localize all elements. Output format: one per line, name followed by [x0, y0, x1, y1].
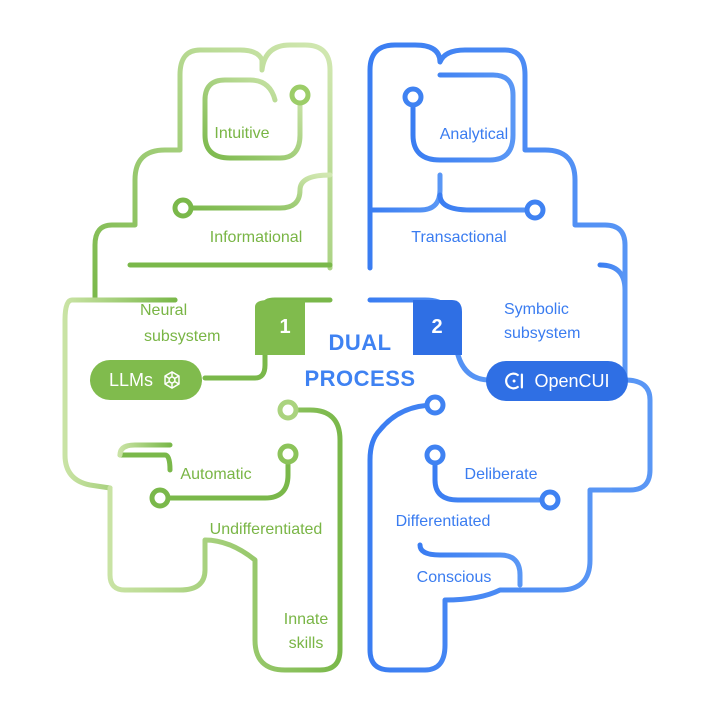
tab-2-shape — [413, 300, 462, 355]
undifferentiated-node — [149, 487, 171, 509]
innate-node — [277, 399, 299, 421]
opencui-badge: OpenCUI — [486, 361, 628, 401]
transactional-node — [524, 199, 546, 221]
right-symbolic-wire — [597, 262, 628, 383]
left-lower-lobe-wire — [107, 407, 343, 673]
neural-heading-line2: subsystem — [144, 328, 221, 345]
openai-logo-icon — [161, 369, 183, 391]
trait-informational: Informational — [209, 229, 303, 246]
conscious-wire — [417, 542, 523, 588]
llms-badge-label: LLMs — [108, 369, 153, 390]
title-line1: DUAL — [328, 330, 392, 355]
trait-differentiated: Differentiated — [395, 513, 491, 530]
left-middle-wire — [62, 297, 178, 491]
trait-deliberate: Deliberate — [464, 466, 538, 483]
undifferentiated-wire — [117, 452, 173, 473]
trait-conscious: Conscious — [416, 569, 492, 586]
analytical-node — [402, 86, 424, 108]
intuitive-node — [289, 84, 311, 106]
symbolic-heading-line1: Symbolic — [504, 301, 569, 318]
trait-innate-line1: Innate — [283, 611, 329, 628]
trait-analytical: Analytical — [439, 126, 509, 143]
analytical-wire — [410, 72, 516, 163]
trait-undifferentiated: Undifferentiated — [209, 521, 323, 538]
left-upper-lobe-wire — [92, 42, 333, 303]
llms-badge: LLMs — [90, 360, 202, 400]
automatic-wire — [157, 452, 291, 501]
right-lower-lobe-wire — [367, 402, 613, 673]
informational-wire — [182, 172, 333, 211]
opencui-badge-label: OpenCUI — [534, 370, 610, 391]
automatic-node — [277, 443, 299, 465]
subsystem-number-2: 2 — [431, 316, 443, 338]
differentiated-node — [539, 489, 561, 511]
trait-innate-line2: skills — [288, 635, 324, 652]
symbolic-heading-line2: subsystem — [504, 325, 581, 342]
analytical-node-wire — [437, 192, 538, 213]
right-upper-lobe-wire — [367, 42, 653, 493]
deliberate-node — [424, 444, 446, 466]
subsystem-number-1: 1 — [279, 316, 291, 338]
trait-automatic: Automatic — [180, 466, 252, 483]
opencui-logo-icon — [504, 370, 526, 392]
trait-intuitive: Intuitive — [214, 125, 270, 142]
tab-1-shape — [255, 300, 305, 355]
deliberate-wire — [432, 452, 553, 503]
left-bottom-cap — [117, 442, 173, 458]
transactional-wire — [367, 172, 443, 213]
intuitive-wire — [202, 77, 303, 161]
neural-heading-line1: Neural — [140, 302, 188, 319]
trait-transactional: Transactional — [411, 229, 507, 246]
conscious-node — [424, 394, 446, 416]
informational-node — [172, 197, 194, 219]
title-line2: PROCESS — [304, 366, 416, 391]
